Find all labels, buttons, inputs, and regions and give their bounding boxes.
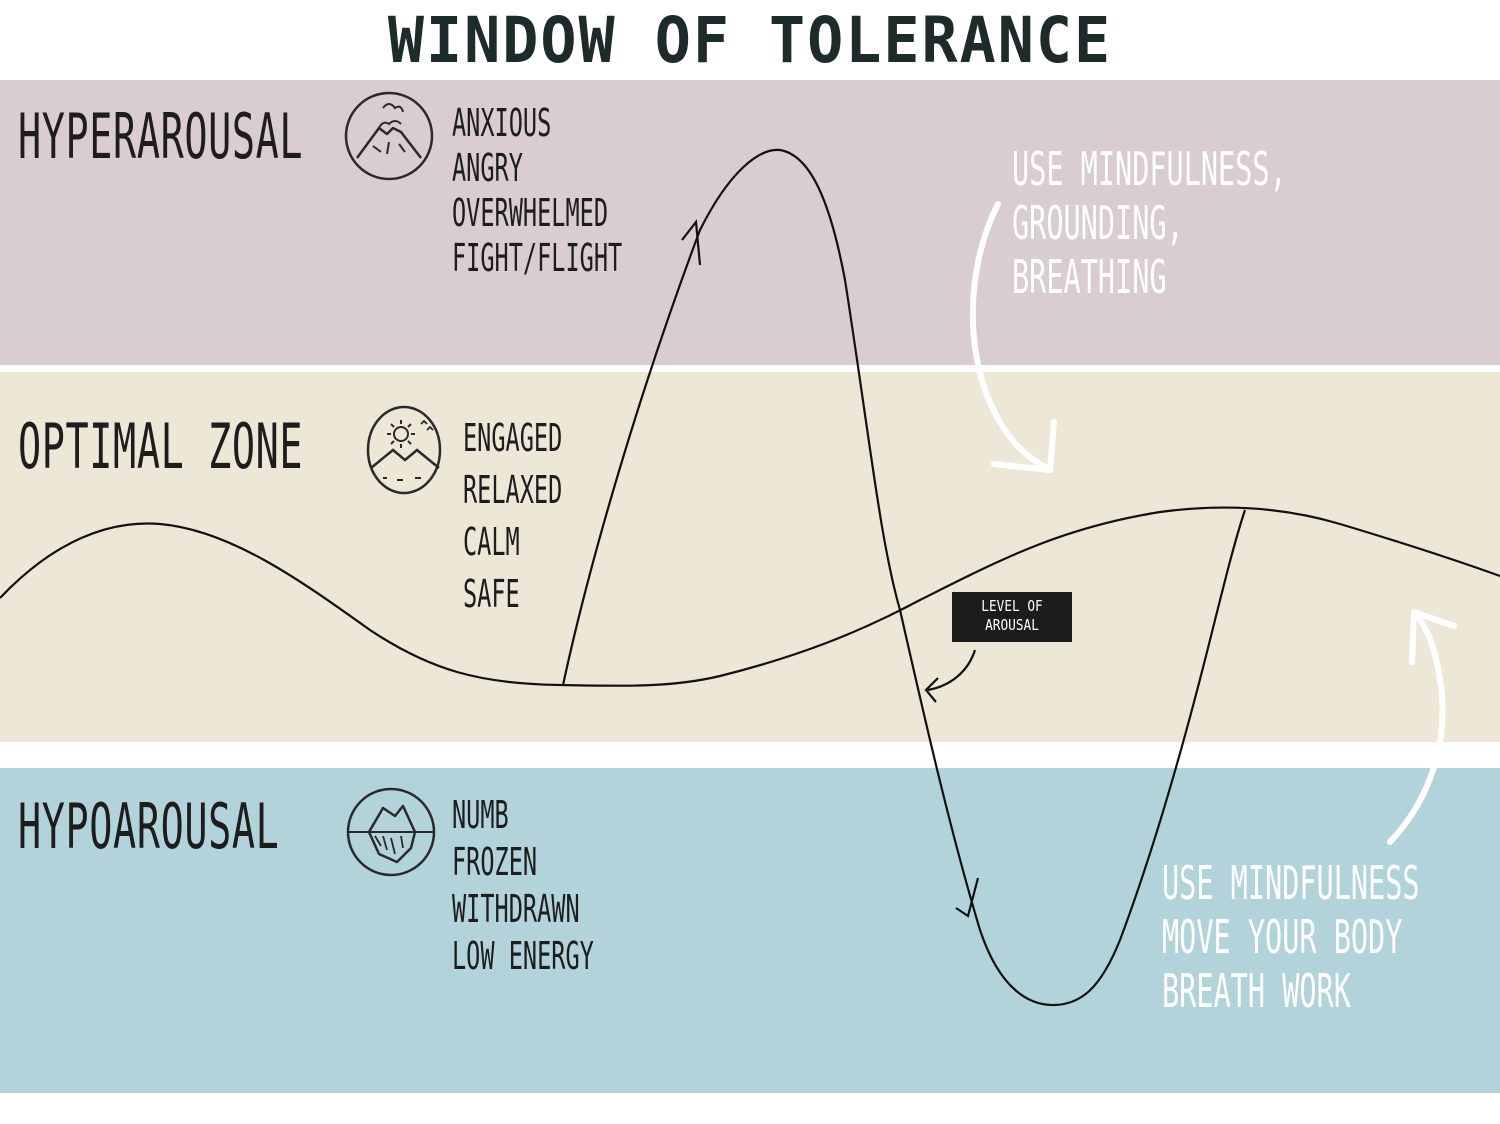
state-item: ENGAGED: [463, 416, 563, 460]
state-item: ANXIOUS: [452, 101, 552, 145]
hyperarousal-title: HYPERAROUSAL: [18, 100, 304, 173]
optimal-zone-title: OPTIMAL ZONE: [18, 410, 304, 483]
activate-up-arrowhead: [1409, 609, 1457, 665]
tip-line: USE MINDFULNESS: [1162, 856, 1420, 910]
state-item: LOW ENERGY: [452, 934, 594, 978]
calm-down-arrowhead: [991, 419, 1057, 473]
state-item: OVERWHELMED: [452, 191, 609, 235]
sun-mountains-icon: [366, 405, 442, 495]
state-item: CALM: [463, 520, 520, 564]
optimal-states: ENGAGED RELAXED CALM SAFE: [463, 412, 562, 620]
tip-line: BREATH WORK: [1162, 964, 1351, 1018]
hypoarousal-states: NUMB FROZEN WITHDRAWN LOW ENERGY: [452, 792, 594, 980]
label-line: LEVEL OF: [981, 597, 1043, 615]
tip-line: USE MINDFULNESS,: [1012, 142, 1287, 196]
label-pointer-arrowhead: [924, 677, 939, 703]
level-of-arousal-label: LEVEL OF AROUSAL: [952, 592, 1072, 642]
state-item: NUMB: [452, 793, 509, 837]
state-item: RELAXED: [463, 468, 563, 512]
state-item: ANGRY: [452, 146, 523, 190]
tip-line: BREATHING: [1012, 250, 1167, 304]
hyperarousal-tips: USE MINDFULNESS, GROUNDING, BREATHING: [1012, 142, 1287, 304]
label-pointer-arrow: [927, 649, 977, 692]
up-arrowhead: [681, 219, 702, 266]
hyperarousal-states: ANXIOUS ANGRY OVERWHELMED FIGHT/FLIGHT: [452, 101, 622, 281]
optimal-zone-band: [0, 372, 1500, 742]
state-item: FIGHT/FLIGHT: [452, 236, 623, 280]
level-of-arousal-curve: [0, 506, 1500, 687]
activate-up-arrow: [1387, 611, 1446, 845]
hypoarousal-title: HYPOAROUSAL: [18, 790, 280, 863]
hyperarousal-band: [0, 80, 1500, 365]
state-item: SAFE: [463, 572, 520, 616]
hypoarousal-band: [0, 768, 1500, 1093]
state-item: FROZEN: [452, 840, 538, 884]
state-item: WITHDRAWN: [452, 887, 580, 931]
hypoarousal-tips: USE MINDFULNESS MOVE YOUR BODY BREATH WO…: [1162, 856, 1420, 1018]
page-title: WINDOW OF TOLERANCE: [387, 4, 1113, 78]
tip-line: GROUNDING,: [1012, 196, 1184, 250]
calm-down-arrow: [969, 201, 1051, 471]
down-arrowhead: [955, 877, 980, 918]
volcano-icon: [344, 91, 434, 181]
arousal-swing-curve: [561, 148, 1247, 1007]
tip-line: MOVE YOUR BODY: [1162, 910, 1403, 964]
label-line: AROUSAL: [985, 616, 1039, 634]
iceberg-icon: [346, 787, 436, 877]
